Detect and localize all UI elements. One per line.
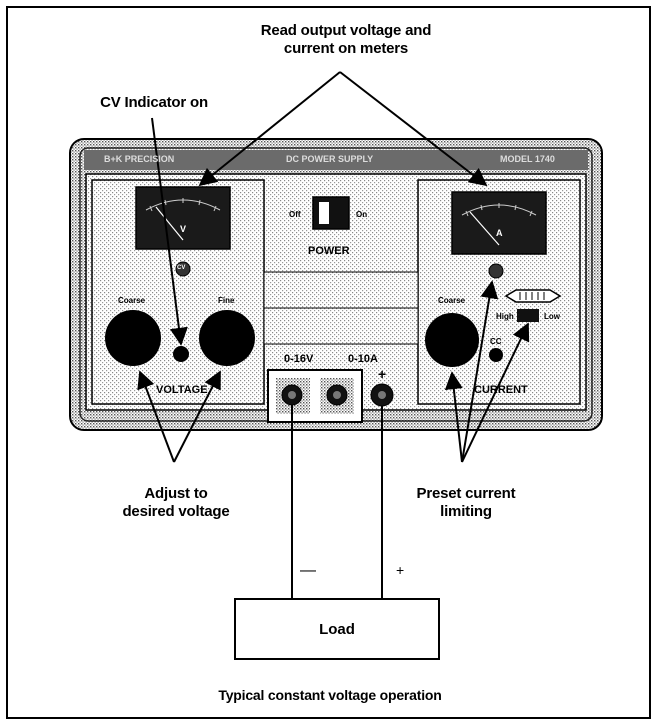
- range-selector-switch[interactable]: [517, 309, 539, 322]
- plus-terminal-label: +: [378, 366, 387, 382]
- voltage-label: VOLTAGE: [156, 384, 208, 396]
- brand-label: B+K PRECISION: [104, 154, 175, 164]
- current-label: CURRENT: [474, 384, 528, 396]
- cv-indicator-led: [173, 346, 189, 362]
- cc-indicator-led: [489, 348, 503, 362]
- voltage-coarse-knob[interactable]: [105, 310, 161, 366]
- power-switch[interactable]: [312, 196, 350, 230]
- arrow-to-range-switch: [461, 322, 530, 463]
- power-on-label: On: [356, 210, 368, 219]
- power-switch-rocker[interactable]: [319, 202, 329, 224]
- arrow-to-cv-led: [151, 117, 188, 346]
- current-meter: [451, 191, 547, 255]
- adjust-voltage-annotation: Adjust to desired voltage: [122, 485, 230, 520]
- arrow-to-current-meter-screw: [461, 280, 499, 463]
- voltage-meter: [135, 186, 231, 250]
- meter-a-unit: A: [496, 228, 503, 238]
- arrow-to-current-knob: [444, 371, 463, 463]
- range-a-label: 0-10A: [348, 353, 378, 365]
- current-meter-needle: [469, 211, 500, 246]
- high-label: High: [496, 312, 514, 321]
- power-label: POWER: [308, 245, 350, 257]
- current-coarse-knob[interactable]: [425, 313, 479, 367]
- current-coarse-label: Coarse: [438, 296, 466, 305]
- cv-label: CV: [177, 265, 186, 271]
- panel-title: DC POWER SUPPLY: [286, 154, 374, 164]
- voltage-fine-label: Fine: [218, 296, 235, 305]
- cc-label: CC: [490, 337, 502, 346]
- voltage-fine-knob[interactable]: [199, 310, 255, 366]
- middle-panel-1: [263, 271, 419, 309]
- cv-indicator-annotation: CV Indicator on: [100, 94, 208, 111]
- voltage-coarse-label: Coarse: [118, 296, 146, 305]
- voltage-meter-needle: [155, 206, 184, 241]
- load-label: Load: [319, 620, 355, 638]
- preset-current-annotation: Preset current limiting: [416, 485, 516, 520]
- low-label: Low: [544, 312, 560, 321]
- minus-sign: —: [300, 562, 316, 579]
- range-graphic: [504, 289, 562, 303]
- load-box: Load: [234, 598, 440, 660]
- arrow-to-voltage-meter: [198, 71, 341, 187]
- read-meters-annotation: Read output voltage and current on meter…: [260, 22, 432, 57]
- power-off-label: Off: [289, 210, 301, 219]
- current-zero-screw[interactable]: [488, 263, 504, 279]
- range-v-label: 0-16V: [284, 353, 314, 365]
- model-label: MODEL 1740: [500, 154, 555, 164]
- arrow-to-fine-knob: [173, 370, 221, 463]
- figure-caption: Typical constant voltage operation: [218, 687, 442, 703]
- middle-panel-2: [263, 307, 419, 345]
- arrow-to-coarse-knob: [137, 370, 175, 463]
- plus-sign: +: [396, 562, 405, 578]
- panel-header-strip: [84, 150, 588, 170]
- voltage-zero-screw[interactable]: [175, 261, 191, 277]
- meter-v-unit: V: [180, 224, 187, 234]
- arrow-to-current-meter: [339, 71, 488, 187]
